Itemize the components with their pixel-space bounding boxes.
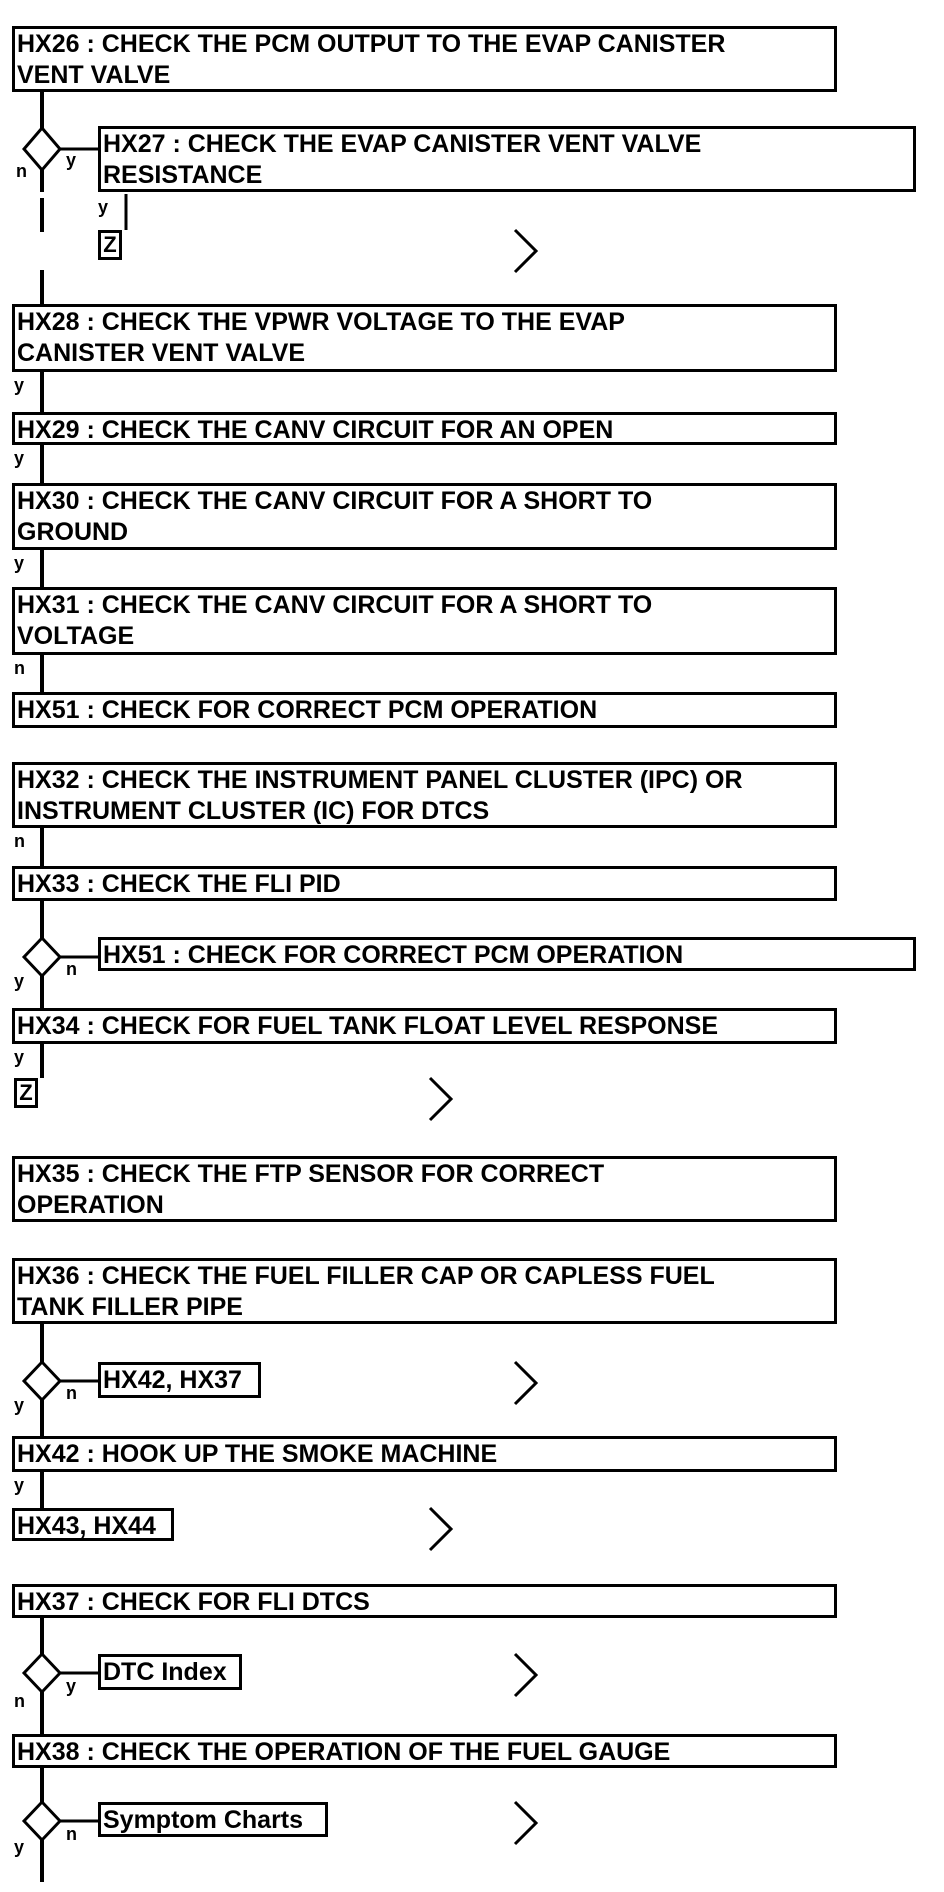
step-hx27-line2: RESISTANCE (103, 161, 263, 189)
step-hx33: HX33 : CHECK THE FLI PID (12, 866, 837, 901)
branch-label-yes: y (98, 197, 109, 217)
decision-diamond (22, 125, 62, 173)
step-hx51-branch: HX51 : CHECK FOR CORRECT PCM OPERATION (98, 937, 916, 971)
chevron-icon (513, 1652, 539, 1698)
off-page-connector-z: Z (98, 230, 122, 260)
chevron-icon (513, 1360, 539, 1406)
branch-label-no: n (66, 959, 77, 979)
step-hx42-line1: HX42 : HOOK UP THE SMOKE MACHINE (17, 1440, 498, 1468)
step-hx35-line1: HX35 : CHECK THE FTP SENSOR FOR CORRECT (17, 1160, 605, 1188)
step-hx32-line1: HX32 : CHECK THE INSTRUMENT PANEL CLUSTE… (17, 766, 743, 794)
step-hx51-line1: HX51 : CHECK FOR CORRECT PCM OPERATION (17, 696, 598, 724)
branch-label-no: n (66, 1824, 77, 1844)
step-hx36: HX36 : CHECK THE FUEL FILLER CAP OR CAPL… (12, 1258, 837, 1324)
step-hx51-branch-line1: HX51 : CHECK FOR CORRECT PCM OPERATION (103, 941, 684, 969)
symptom-charts-link: Symptom Charts (98, 1802, 328, 1837)
branch-label-yes: y (14, 375, 25, 395)
chevron-icon (513, 1800, 539, 1846)
branch-label-yes: y (14, 1475, 25, 1495)
step-hx26: HX26 : CHECK THE PCM OUTPUT TO THE EVAP … (12, 26, 837, 92)
step-hx30-line2: GROUND (17, 518, 129, 546)
step-hx31-line1: HX31 : CHECK THE CANV CIRCUIT FOR A SHOR… (17, 591, 653, 619)
branch-label-yes: y (14, 448, 25, 468)
branch-label-yes: y (14, 1395, 25, 1415)
step-hx34-line1: HX34 : CHECK FOR FUEL TANK FLOAT LEVEL R… (17, 1012, 718, 1040)
branch-label-no: n (14, 658, 25, 678)
branch-label-yes: y (14, 1837, 25, 1857)
step-hx26-line1: HX26 : CHECK THE PCM OUTPUT TO THE EVAP … (17, 30, 726, 58)
step-hx29: HX29 : CHECK THE CANV CIRCUIT FOR AN OPE… (12, 412, 837, 445)
decision-diamond (21, 935, 63, 979)
step-hx28-line2: CANISTER VENT VALVE (17, 339, 305, 367)
off-page-connector-z: Z (14, 1078, 38, 1108)
step-hx27: HX27 : CHECK THE EVAP CANISTER VENT VALV… (98, 126, 916, 192)
dtc-index-label: DTC Index (103, 1658, 227, 1686)
branch-label-no: n (14, 1691, 25, 1711)
step-hx33-line1: HX33 : CHECK THE FLI PID (17, 870, 341, 898)
branch-label-no: n (14, 831, 25, 851)
step-hx30-line1: HX30 : CHECK THE CANV CIRCUIT FOR A SHOR… (17, 487, 653, 515)
chevron-icon (513, 228, 539, 274)
chevron-icon (428, 1076, 454, 1122)
step-hx37-line1: HX37 : CHECK FOR FLI DTCS (17, 1588, 370, 1616)
step-hx28-line1: HX28 : CHECK THE VPWR VOLTAGE TO THE EVA… (17, 308, 625, 336)
symptom-charts-label: Symptom Charts (103, 1806, 304, 1834)
decision-diamond (21, 1799, 63, 1843)
branch-label-yes: y (14, 553, 25, 573)
step-hx34: HX34 : CHECK FOR FUEL TANK FLOAT LEVEL R… (12, 1008, 837, 1044)
step-hx35: HX35 : CHECK THE FTP SENSOR FOR CORRECT … (12, 1156, 837, 1222)
chevron-icon (428, 1506, 454, 1552)
branch-label-no: n (16, 161, 27, 181)
branch-label-yes: y (14, 1047, 25, 1067)
branch-label-no: n (66, 1383, 77, 1403)
step-hx42-hx37: HX42, HX37 (98, 1362, 261, 1398)
step-hx38: HX38 : CHECK THE OPERATION OF THE FUEL G… (12, 1734, 837, 1768)
branch-label-yes: y (66, 1676, 77, 1696)
step-hx31: HX31 : CHECK THE CANV CIRCUIT FOR A SHOR… (12, 587, 837, 655)
step-hx37: HX37 : CHECK FOR FLI DTCS (12, 1584, 837, 1618)
step-hx32-line2: INSTRUMENT CLUSTER (IC) FOR DTCS (17, 797, 490, 825)
step-hx35-line2: OPERATION (17, 1191, 164, 1219)
step-hx42: HX42 : HOOK UP THE SMOKE MACHINE (12, 1436, 837, 1472)
decision-diamond (21, 1651, 63, 1695)
branch-label-yes: y (14, 971, 25, 991)
step-hx29-line1: HX29 : CHECK THE CANV CIRCUIT FOR AN OPE… (17, 416, 614, 444)
step-hx43-hx44: HX43, HX44 (12, 1508, 174, 1541)
step-hx26-line2: VENT VALVE (17, 61, 171, 89)
step-hx36-line2: TANK FILLER PIPE (17, 1293, 243, 1321)
dtc-index-link: DTC Index (98, 1654, 242, 1690)
step-hx43-hx44-line1: HX43, HX44 (17, 1512, 156, 1540)
step-hx31-line2: VOLTAGE (17, 622, 135, 650)
step-hx42-hx37-line1: HX42, HX37 (103, 1366, 242, 1394)
step-hx30: HX30 : CHECK THE CANV CIRCUIT FOR A SHOR… (12, 483, 837, 550)
step-hx38-line1: HX38 : CHECK THE OPERATION OF THE FUEL G… (17, 1738, 671, 1766)
branch-label-yes: y (66, 150, 77, 170)
step-hx36-line1: HX36 : CHECK THE FUEL FILLER CAP OR CAPL… (17, 1262, 715, 1290)
step-hx51: HX51 : CHECK FOR CORRECT PCM OPERATION (12, 692, 837, 728)
decision-diamond (21, 1359, 63, 1403)
step-hx28: HX28 : CHECK THE VPWR VOLTAGE TO THE EVA… (12, 304, 837, 372)
step-hx27-line1: HX27 : CHECK THE EVAP CANISTER VENT VALV… (103, 130, 702, 158)
step-hx32: HX32 : CHECK THE INSTRUMENT PANEL CLUSTE… (12, 762, 837, 828)
